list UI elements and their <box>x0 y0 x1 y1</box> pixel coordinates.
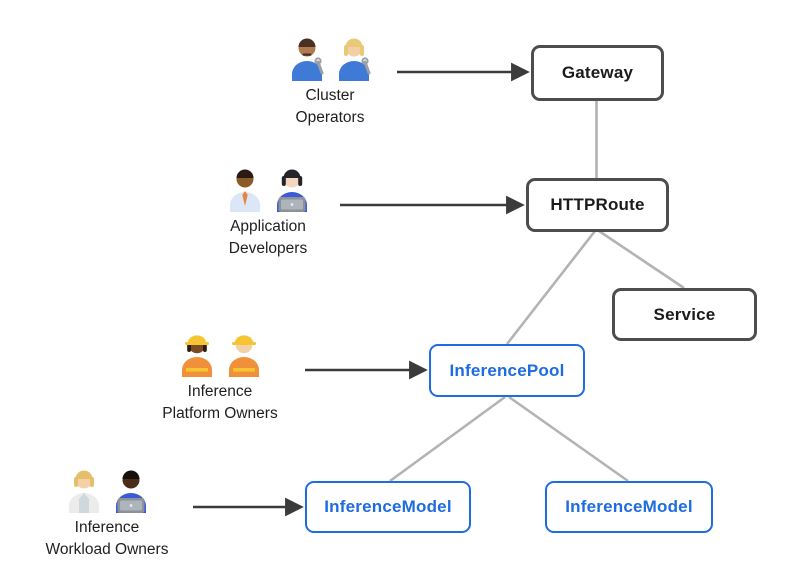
persona-inference-workload-owners: Inference Workload Owners <box>22 466 192 561</box>
man-office-worker-and-woman-technologist-emoji-icon <box>183 165 353 212</box>
persona-application-developers-label: Application Developers <box>183 216 353 260</box>
edge-inferencepool-inferencemodel-right <box>508 395 629 483</box>
persona-inference-platform-owners-label: Inference Platform Owners <box>135 381 305 425</box>
node-service-label: Service <box>653 304 716 324</box>
node-httproute: HTTPRoute <box>526 178 669 232</box>
man-mechanic-icon <box>291 38 323 81</box>
node-inferencepool: InferencePool <box>429 344 585 397</box>
persona-cluster-operators: Cluster Operators <box>245 34 415 129</box>
persona-label-line: Inference <box>187 383 253 400</box>
node-inferencemodel-right-label: InferenceModel <box>565 497 693 516</box>
man-construction-worker-icon <box>228 335 259 377</box>
man-mechanic-and-woman-mechanic-emoji-icon <box>245 34 415 81</box>
woman-mechanic-icon <box>338 38 370 81</box>
health-worker-and-man-technologist-emoji-icon <box>22 466 192 513</box>
woman-and-man-construction-worker-emoji-icon <box>135 330 305 377</box>
persona-label-line: Cluster <box>305 87 355 104</box>
edge-httproute-inferencepool <box>505 230 597 345</box>
edge-inferencepool-inferencemodel-left <box>389 395 506 483</box>
persona-inference-workload-owners-label: Inference Workload Owners <box>22 517 192 561</box>
persona-cluster-operators-label: Cluster Operators <box>245 85 415 129</box>
node-gateway-label: Gateway <box>561 63 634 82</box>
persona-label-line: Inference <box>74 519 140 536</box>
persona-inference-platform-owners: Inference Platform Owners <box>135 330 305 425</box>
persona-label-line: Operators <box>295 109 365 126</box>
node-service: Service <box>612 288 757 341</box>
woman-construction-worker-icon <box>181 335 212 377</box>
node-gateway: Gateway <box>531 45 664 101</box>
persona-label-line: Developers <box>228 240 308 257</box>
persona-label-line: Platform Owners <box>162 405 278 422</box>
health-worker-icon <box>68 470 99 513</box>
node-inferencepool-label: InferencePool <box>449 360 565 380</box>
node-httproute-label: HTTPRoute <box>550 195 645 214</box>
persona-label-line: Application <box>230 218 306 235</box>
edge-httproute-service <box>598 229 685 290</box>
persona-label-line: Workload Owners <box>45 541 169 558</box>
node-inferencemodel-left-label: InferenceModel <box>324 497 452 516</box>
man-office-worker-icon <box>229 169 260 212</box>
persona-application-developers: Application Developers <box>183 165 353 260</box>
node-inferencemodel-left: InferenceModel <box>305 481 471 533</box>
man-technologist-icon <box>115 470 146 513</box>
woman-technologist-icon <box>276 169 307 212</box>
node-inferencemodel-right: InferenceModel <box>545 481 713 533</box>
